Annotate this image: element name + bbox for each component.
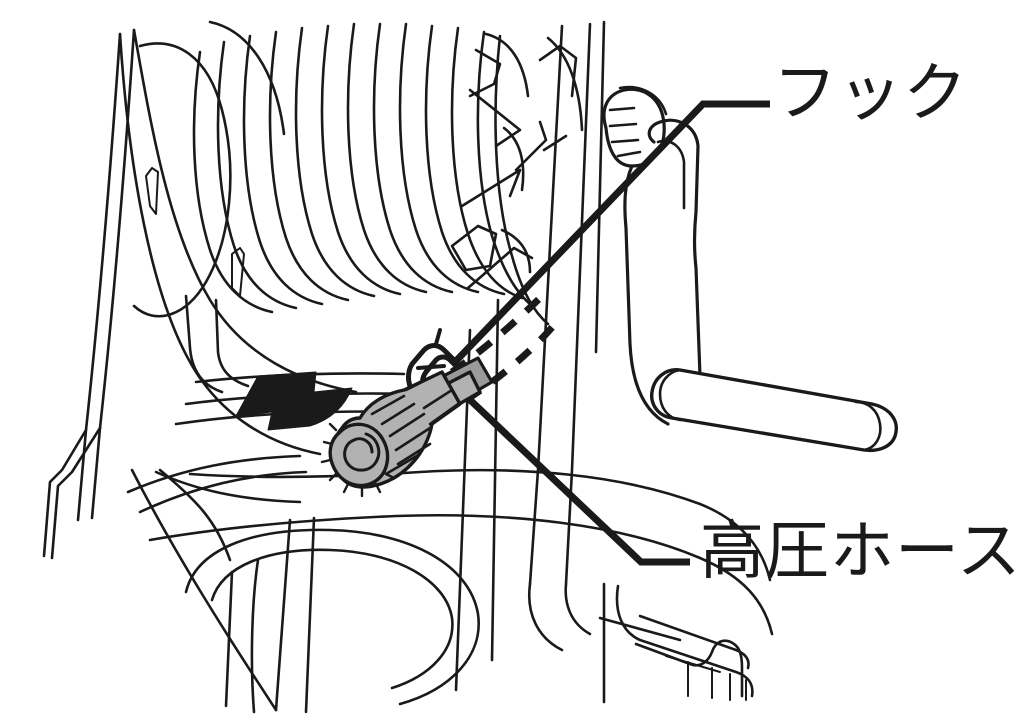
machine-body xyxy=(42,28,774,714)
leader-line-hook xyxy=(452,100,770,365)
callout-label-hook: フック xyxy=(773,57,968,131)
leader-line-hose xyxy=(465,395,690,566)
hose-connector xyxy=(320,370,462,498)
hose-reel-coil xyxy=(192,22,550,326)
crank-hub-knob xyxy=(602,85,668,168)
reel-side-plate xyxy=(132,20,286,318)
base-foot xyxy=(598,582,754,704)
direction-arrow xyxy=(235,371,353,431)
callout-label-high-pressure-hose: 高圧ホース xyxy=(700,515,1018,589)
reel-hub-spokes xyxy=(450,32,584,290)
reel-crank-handle xyxy=(623,118,898,453)
